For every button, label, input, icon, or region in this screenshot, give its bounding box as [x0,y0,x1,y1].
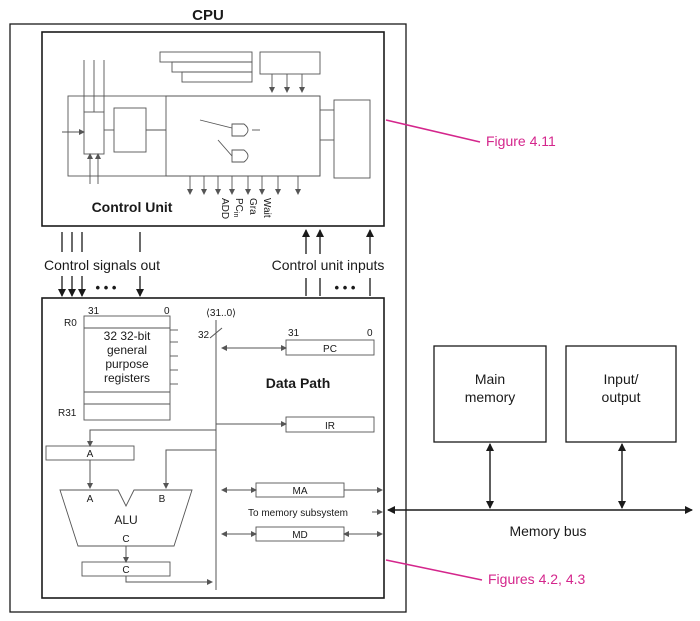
register-file: 31 0 R0 R31 32 32-bit general purpose re… [58,306,178,421]
c-register: C [81,561,171,577]
figure-ref-top: Figure 4.11 [486,133,556,149]
cpu-box [9,23,407,613]
control-unit-inputs-label: Control unit inputs [272,257,385,273]
alu-input-b: B [159,494,166,505]
reg-bit-low: 0 [164,306,170,317]
reg-r31-label: R31 [58,408,77,419]
pc-label: PC [323,344,337,355]
ir-label: IR [325,421,335,432]
reg-bit-high: 31 [88,306,100,317]
alu-input-a: A [87,494,94,505]
pc-bit-low: 0 [367,328,373,339]
alu: A B ALU C [59,489,193,547]
control-unit-internals [62,51,371,195]
pc-bit-high: 31 [288,328,300,339]
ma-register: MA [255,482,345,498]
to-memory-label: To memory subsystem [248,508,348,519]
a-register: A [45,445,135,461]
input-output-line2: output [602,389,641,405]
signal-label-pc: PCin [232,198,244,217]
main-memory: Main memory [433,345,547,443]
c-register-label: C [122,565,129,576]
reg-text-line2: general [107,343,147,357]
figure-refs: Figure 4.11 Figures 4.2, 4.3 [385,119,585,587]
signal-label-wait: Wait [261,198,272,218]
main-memory-line1: Main [475,371,505,387]
md-register: MD [255,526,345,542]
figure-ref-bottom: Figures 4.2, 4.3 [488,571,585,587]
data-path-box [41,297,385,599]
reg-text-line1: 32 32-bit [104,329,151,343]
reg-text-line3: purpose [105,357,149,371]
internal-bus [87,320,383,590]
control-lines [58,229,374,297]
bus-width-label: 32 [198,330,210,341]
ma-label: MA [293,486,308,497]
control-unit-box [41,31,385,227]
md-label: MD [292,530,308,541]
data-path-label: Data Path [266,375,331,391]
main-memory-line2: memory [465,389,516,405]
memory-bus-label: Memory bus [509,523,586,539]
input-output: Input/ output [565,345,677,443]
cpu-title: CPU [192,7,224,24]
ir-register: IR [285,416,375,433]
data-path: 31 0 R0 R31 32 32-bit general purpose re… [41,297,385,599]
signal-label-gra: Gra [247,198,258,215]
signal-label-add: ADD [219,198,230,219]
reg-text-line4: registers [104,371,150,385]
reg-r0-label: R0 [64,318,77,329]
control-unit: ADD PCin Gra Wait Control Unit [41,31,385,227]
memory-bus [387,443,693,514]
alu-output-c: C [122,534,129,545]
input-output-line1: Input/ [603,371,638,387]
signals-in-ellipsis: • • • [335,280,356,295]
pc-register: 31 0 PC [285,328,375,356]
control-signals-out-label: Control signals out [44,257,160,273]
a-register-label: A [87,449,94,460]
bus-range-label: ⟨31..0⟩ [206,308,236,319]
signals-out-ellipsis: • • • [96,280,117,295]
alu-label: ALU [114,513,137,527]
control-unit-label: Control Unit [92,199,173,215]
